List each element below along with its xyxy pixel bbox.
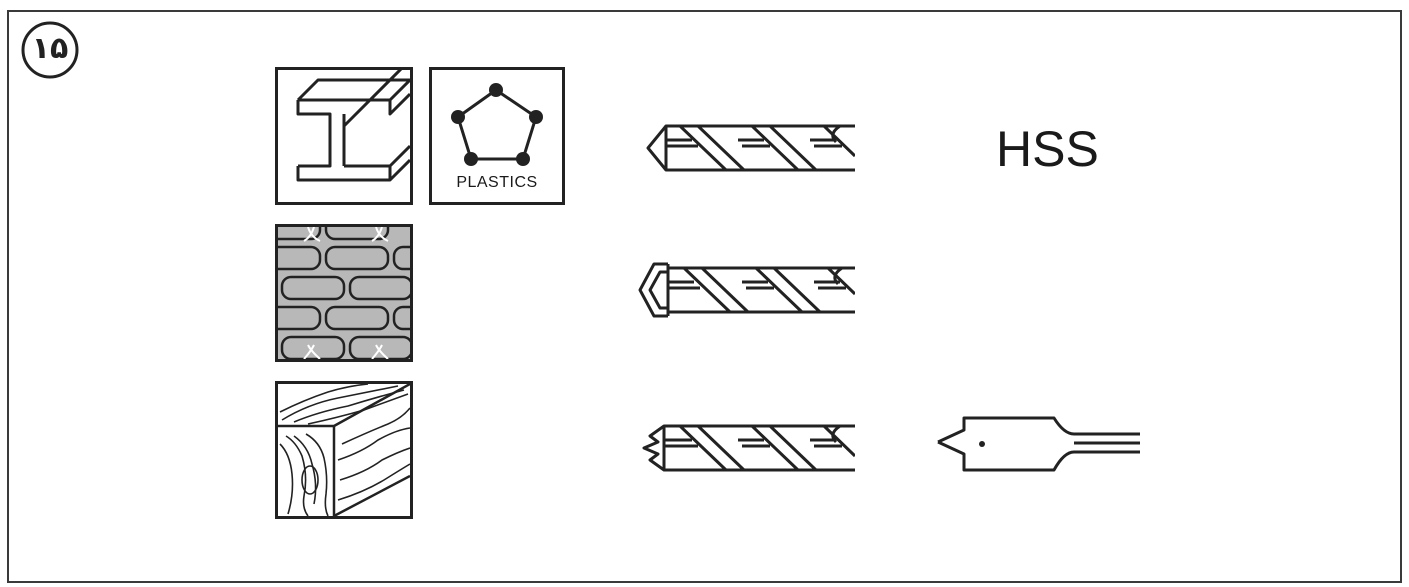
- wood-brad-point-drill-bit: [642, 424, 855, 472]
- step-number: ۱۵: [31, 31, 69, 66]
- figure-frame: [7, 10, 1402, 583]
- masonry-material-icon: [275, 224, 413, 362]
- metal-material-icon: [275, 67, 413, 205]
- hss-twist-drill-bit: [646, 124, 855, 172]
- step-badge-circle: [21, 21, 79, 79]
- pentagon-molecule-icon: [451, 83, 543, 166]
- plastics-material-icon: PLASTICS: [429, 67, 565, 205]
- masonry-drill-bit: [638, 262, 855, 318]
- plastics-label: PLASTICS: [456, 174, 538, 191]
- hss-label: HSS: [996, 121, 1099, 177]
- wood-material-icon: [275, 381, 413, 519]
- spade-wood-bit: [937, 416, 1140, 472]
